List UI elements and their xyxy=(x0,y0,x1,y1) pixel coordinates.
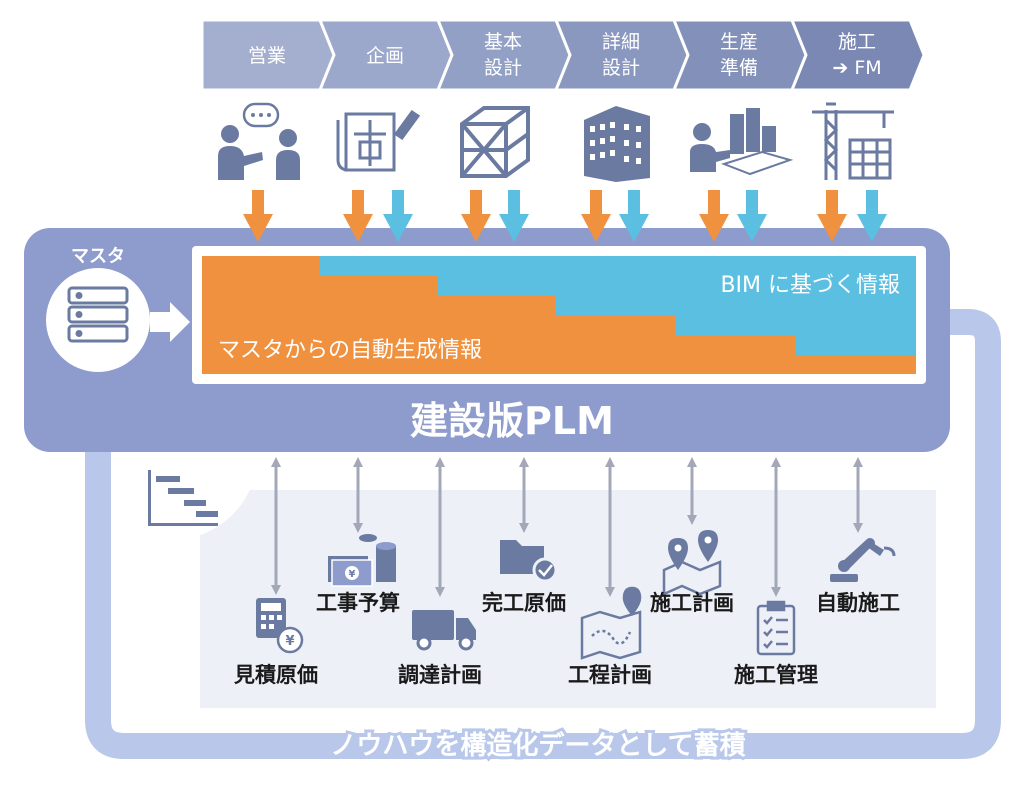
app-label-jido-seko: 自動施工 xyxy=(816,591,900,615)
orange-down-arrow xyxy=(817,190,847,242)
applications-panel xyxy=(200,490,936,708)
office-building-icon xyxy=(584,106,650,182)
cyan-down-arrow xyxy=(857,190,887,242)
phase-label-line2: 設計 xyxy=(484,57,522,79)
app-label-seko-kanri: 施工管理 xyxy=(734,663,818,687)
drafting-icon xyxy=(336,109,421,172)
master-to-info-arrow xyxy=(150,302,190,342)
svg-text:¥: ¥ xyxy=(285,634,294,649)
app-label-kanko-genka: 完工原価 xyxy=(482,591,566,615)
app-label-seko-keikaku: 施工計画 xyxy=(650,591,734,615)
phase-label-line2: ➔ FM xyxy=(832,57,881,79)
plm-title: 建設版PLM xyxy=(410,399,614,443)
phase-label-line2: 準備 xyxy=(720,57,758,79)
construction-crane-icon xyxy=(812,102,894,180)
orange-down-arrow xyxy=(461,190,491,242)
app-label-koji-yosan: 工事予算 xyxy=(316,591,400,615)
robot-arm-icon xyxy=(830,538,896,582)
route-map-icon xyxy=(580,586,642,660)
phase-label: 営業 xyxy=(248,45,286,67)
phase-chevron xyxy=(789,18,926,92)
city-planning-icon xyxy=(690,108,794,176)
master-label: マスタ xyxy=(71,246,125,267)
phase-label-line1: 基本 xyxy=(484,31,522,53)
phase-label: 企画 xyxy=(366,45,404,67)
cyan-down-arrow xyxy=(619,190,649,242)
phase-input-arrows xyxy=(243,190,887,242)
clipboard-checklist-icon xyxy=(756,600,796,656)
orange-down-arrow xyxy=(243,190,273,242)
server-icon xyxy=(67,286,129,343)
structure-frame-icon xyxy=(460,106,530,178)
app-label-chotatsu-keikaku: 調達計画 xyxy=(398,663,482,687)
phase-label-line1: 施工 xyxy=(838,31,876,53)
app-connectors xyxy=(271,457,863,597)
orange-down-arrow xyxy=(343,190,373,242)
map-pins-icon xyxy=(662,530,722,596)
meeting-icon xyxy=(218,102,300,180)
auto-generated-info-area xyxy=(202,256,916,374)
orange-down-arrow xyxy=(581,190,611,242)
feedback-loop-arrow xyxy=(85,309,1001,759)
gantt-corner xyxy=(124,452,260,545)
app-label-mitsumori-genka: 見積原価 xyxy=(234,663,318,687)
folder-check-icon xyxy=(500,540,558,583)
bim-info-label: BIM に基づく情報 xyxy=(720,273,900,298)
orange-down-arrow xyxy=(699,190,729,242)
bim-info-area xyxy=(320,256,916,356)
svg-text:¥: ¥ xyxy=(349,569,356,580)
cyan-down-arrow xyxy=(383,190,413,242)
loop-label: ノウハウを構造化データとして蓄積 xyxy=(330,730,745,761)
app-label-kotei-keikaku: 工程計画 xyxy=(568,663,652,687)
calculator-yen-icon: ¥ xyxy=(256,598,304,654)
delivery-truck-icon xyxy=(412,610,476,651)
phase-label-line2: 設計 xyxy=(602,57,640,79)
cyan-down-arrow xyxy=(737,190,767,242)
money-coins-icon: ¥ xyxy=(328,534,396,587)
auto-info-label: マスタからの自動生成情報 xyxy=(218,338,482,363)
cyan-down-arrow xyxy=(499,190,529,242)
gantt-chart-icon xyxy=(148,470,218,526)
phase-label-line1: 詳細 xyxy=(602,31,640,53)
master-circle xyxy=(46,268,150,372)
phase-label-line1: 生産 xyxy=(720,31,758,53)
